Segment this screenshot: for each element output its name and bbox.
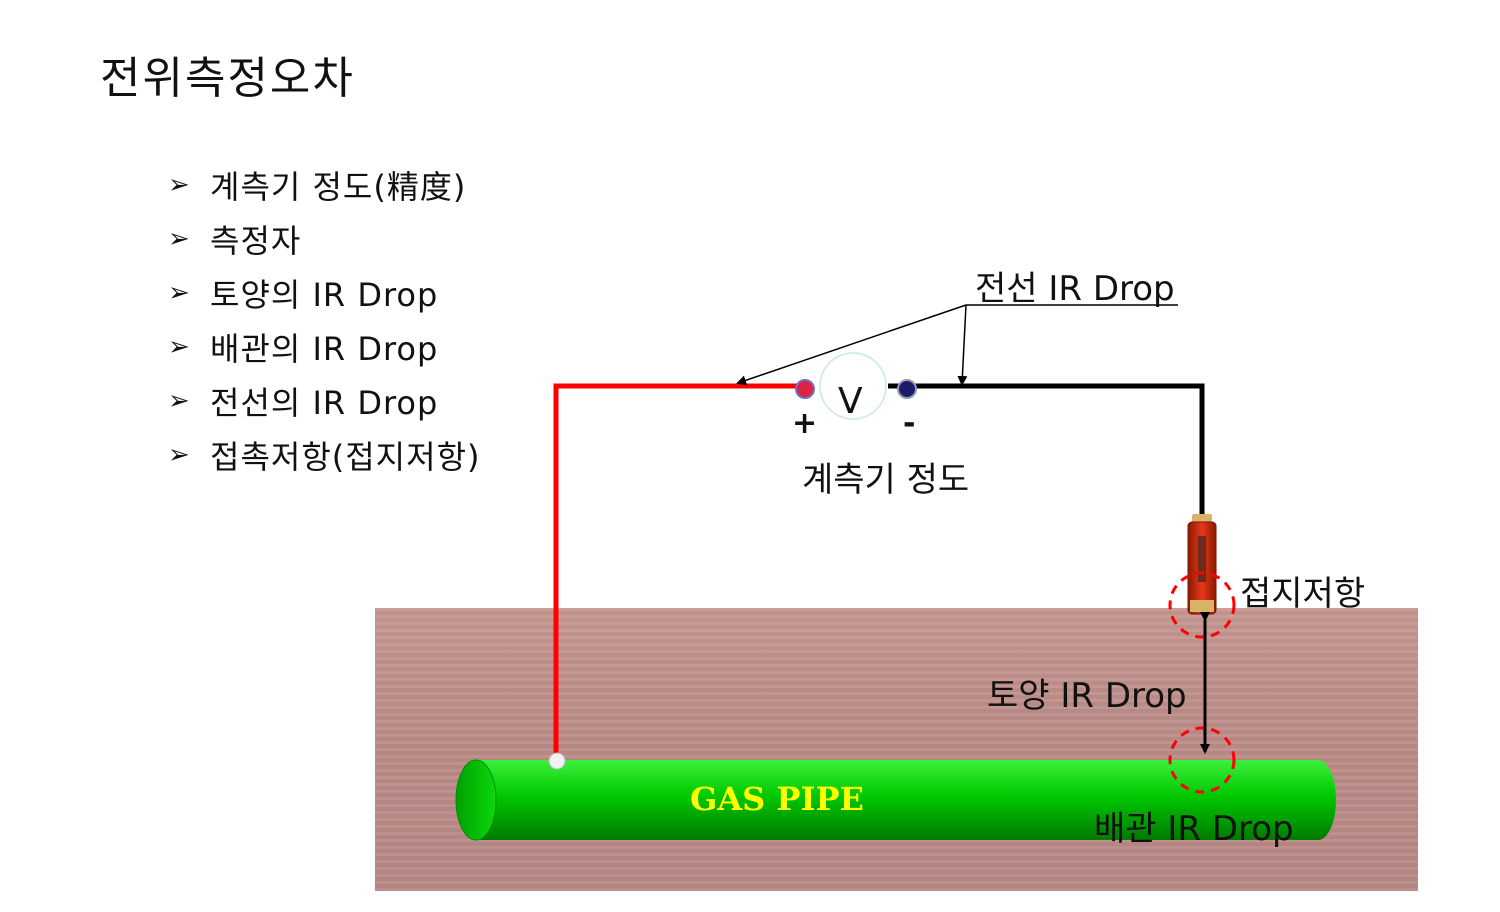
soil-ir-drop-label: 토양 IR Drop [987,676,1187,716]
pipe-ir-drop-label: 배관 IR Drop [1094,809,1294,849]
list-item-text: 계측기 정도(精度) [210,168,467,206]
wire-ir-drop-pointer-red [736,304,967,386]
positive-terminal [795,379,815,399]
arrowhead-bullet-icon: ➢ [168,224,190,254]
arrowhead-bullet-icon: ➢ [168,332,190,362]
soil-background [375,608,1418,891]
list-item: ➢ 접촉저항(접지저항) [168,428,481,482]
list-item: ➢ 계측기 정도(精度) [168,158,481,212]
voltmeter-label: V [838,381,863,422]
negative-test-lead [888,383,1205,518]
plus-sign: + [792,406,818,441]
list-item-text: 토양의 IR Drop [210,276,439,314]
list-item-text: 접촉저항(접지저항) [210,438,481,476]
list-item-text: 전선의 IR Drop [210,384,439,422]
arrowhead-bullet-icon: ➢ [168,386,190,416]
arrowhead-bullet-icon: ➢ [168,278,190,308]
pipe-connection-point [548,752,566,770]
voltmeter [819,352,887,420]
list-item: ➢ 토양의 IR Drop [168,266,481,320]
list-item: ➢ 배관의 IR Drop [168,320,481,374]
reference-electrode [1187,514,1217,615]
wire-ir-drop-pointer-black [957,304,968,386]
page-title: 전위측정오차 [100,53,355,104]
list-item-text: 측정자 [210,222,302,260]
negative-terminal [897,379,917,399]
gas-pipe [455,759,1336,841]
arrowhead-bullet-icon: ➢ [168,170,190,200]
list-item: ➢ 측정자 [168,212,481,266]
list-item-text: 배관의 IR Drop [210,330,439,368]
positive-test-lead [553,383,808,760]
list-item: ➢ 전선의 IR Drop [168,374,481,428]
gas-pipe-label: GAS PIPE [690,780,864,818]
wire-ir-drop-label: 전선 IR Drop [975,269,1175,309]
meter-accuracy-label: 계측기 정도 [802,460,970,500]
minus-sign: - [903,406,916,441]
arrowhead-bullet-icon: ➢ [168,440,190,470]
error-factor-list: ➢ 계측기 정도(精度) ➢ 측정자 ➢ 토양의 IR Drop ➢ 배관의 IR Dr… [168,158,481,482]
ground-resistance-label: 접지저항 [1240,574,1366,614]
